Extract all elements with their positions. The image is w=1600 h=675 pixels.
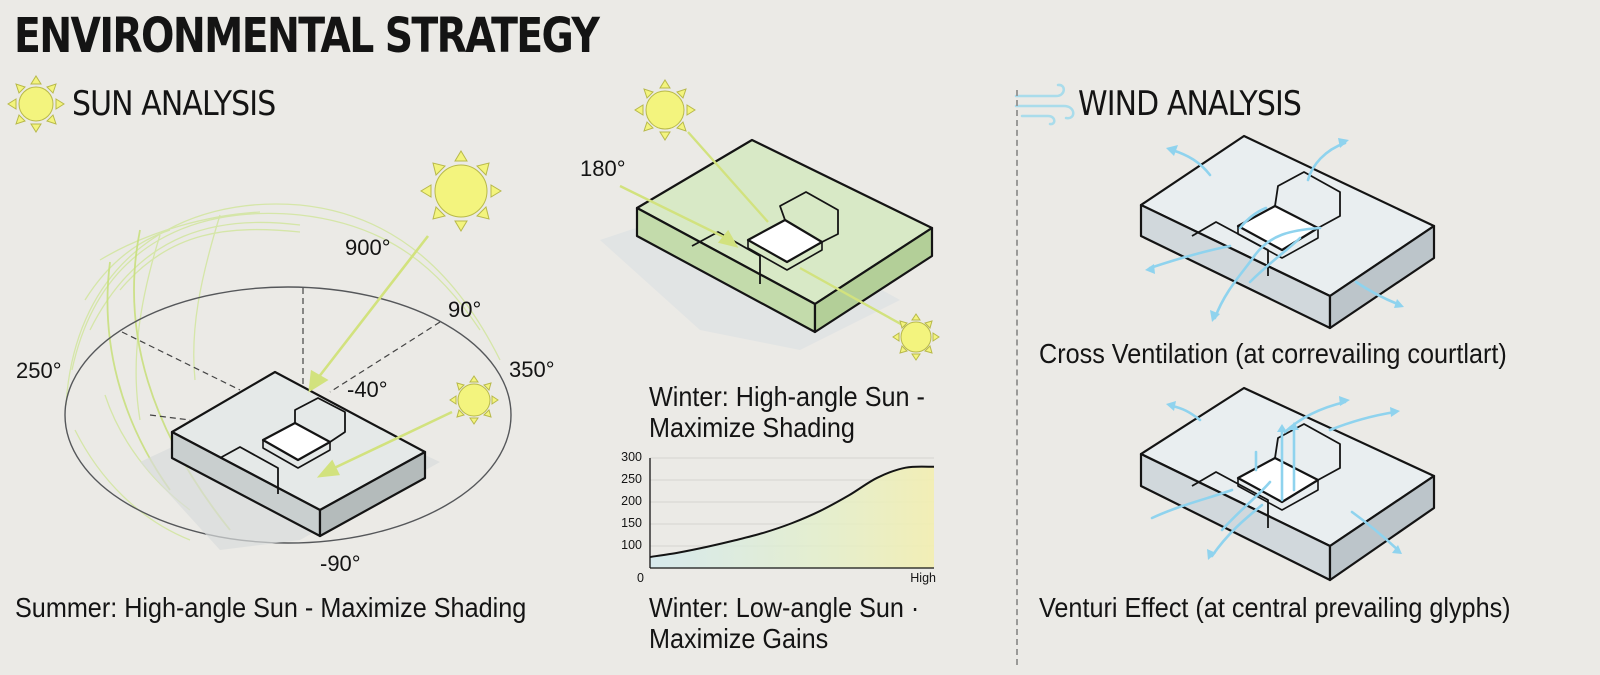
angle-label-90: 90° [448,297,482,322]
summer-caption: Summer: High-angle Sun - Maximize Shadin… [15,592,527,623]
chart-x-tick-start: 0 [637,571,644,585]
winter-high-caption-line2: Maximize Shading [649,412,855,443]
wind-analysis-heading: WIND ANALYSIS [1078,84,1302,124]
venturi-effect-caption: Venturi Effect (at central prevailing gl… [1039,592,1511,623]
chart-y-tick-label: 150 [621,516,642,530]
winter-low-caption-line1: Winter: Low-angle Sun · [649,592,920,623]
winter-high-caption-line1: Winter: High-angle Sun - [649,381,925,412]
chart-y-tick-label: 250 [621,472,642,486]
chart-series-line [649,465,935,558]
angle-label-250: 250° [16,358,62,383]
winter-low-caption-line2: Maximize Gains [649,623,829,654]
chart-x-tick-end: High [910,571,936,585]
page-title: ENVIRONMENTAL STRATEGY [14,8,600,64]
winter-high-caption: Winter: High-angle Sun - Maximize Shadin… [649,381,925,443]
cross-ventilation-caption: Cross Ventilation (at correvailing court… [1039,338,1507,369]
angle-label-minus90: -90° [320,551,361,576]
chart-y-tick-label: 200 [621,494,642,508]
angle-label-350: 350° [509,357,555,382]
sun-analysis-heading: SUN ANALYSIS [72,84,276,124]
section-divider [1016,90,1018,665]
chart-area [650,466,934,568]
winter-low-caption: Winter: Low-angle Sun · Maximize Gains [649,592,919,654]
chart-y-tick-label: 300 [621,450,642,464]
chart-y-tick-label: 100 [621,538,642,552]
angle-label-900: 900° [345,235,391,260]
angle-label-minus40: -40° [347,377,388,402]
angle-label-180: 180° [580,156,626,181]
